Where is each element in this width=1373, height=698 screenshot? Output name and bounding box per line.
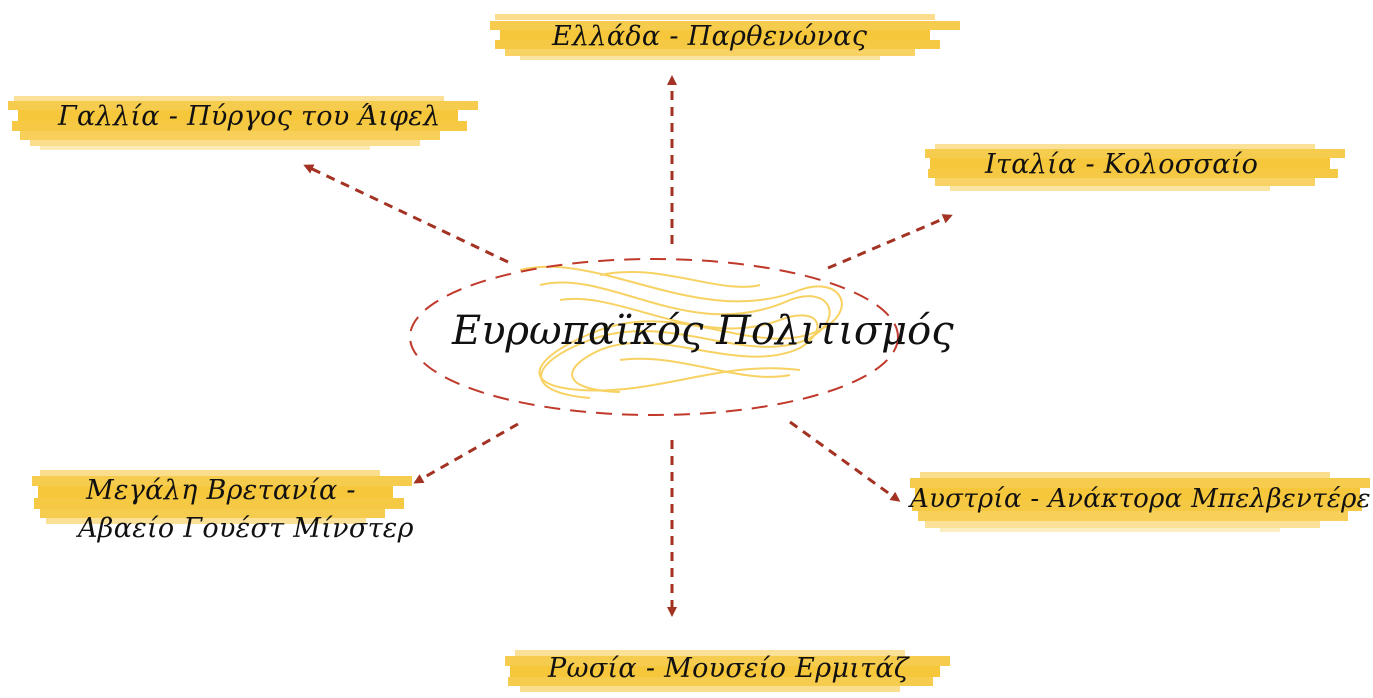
arrow-to-britain: [413, 422, 519, 484]
highlight-austria: [910, 472, 1370, 532]
node-russia-label: Ρωσία - Μουσείο Ερμιτάζ: [548, 653, 909, 684]
arrow-to-france: [303, 164, 509, 264]
node-britain-label: Μεγάλη Βρετανία - Αβαείο Γουέστ Μίνστερ: [78, 472, 414, 548]
node-britain-line2: Αβαείο Γουέστ Μίνστερ: [78, 513, 414, 544]
node-france-label: Γαλλία - Πύργος του Άιφελ: [58, 101, 441, 132]
highlight-britain: [32, 470, 412, 524]
node-britain-line1: Μεγάλη Βρετανία -: [86, 475, 356, 506]
highlight-italy: [925, 144, 1345, 191]
highlight-greece: [490, 14, 960, 60]
center-node-label: Ευρωπαϊκός Πολιτισμός: [452, 308, 954, 354]
center-ellipse: [409, 258, 899, 416]
center-scribble: [519, 265, 843, 399]
arrow-to-italy: [827, 214, 953, 270]
arrow-to-austria: [789, 420, 901, 502]
node-italy-label: Ιταλία - Κολοσσαίο: [985, 149, 1259, 180]
node-greece-label: Ελλάδα - Παρθενώνας: [552, 21, 868, 52]
highlight-russia: [505, 650, 950, 692]
highlight-france: [8, 96, 478, 150]
node-austria-label: Αυστρία - Ανάκτορα Μπελβεντέρε: [910, 484, 1371, 514]
